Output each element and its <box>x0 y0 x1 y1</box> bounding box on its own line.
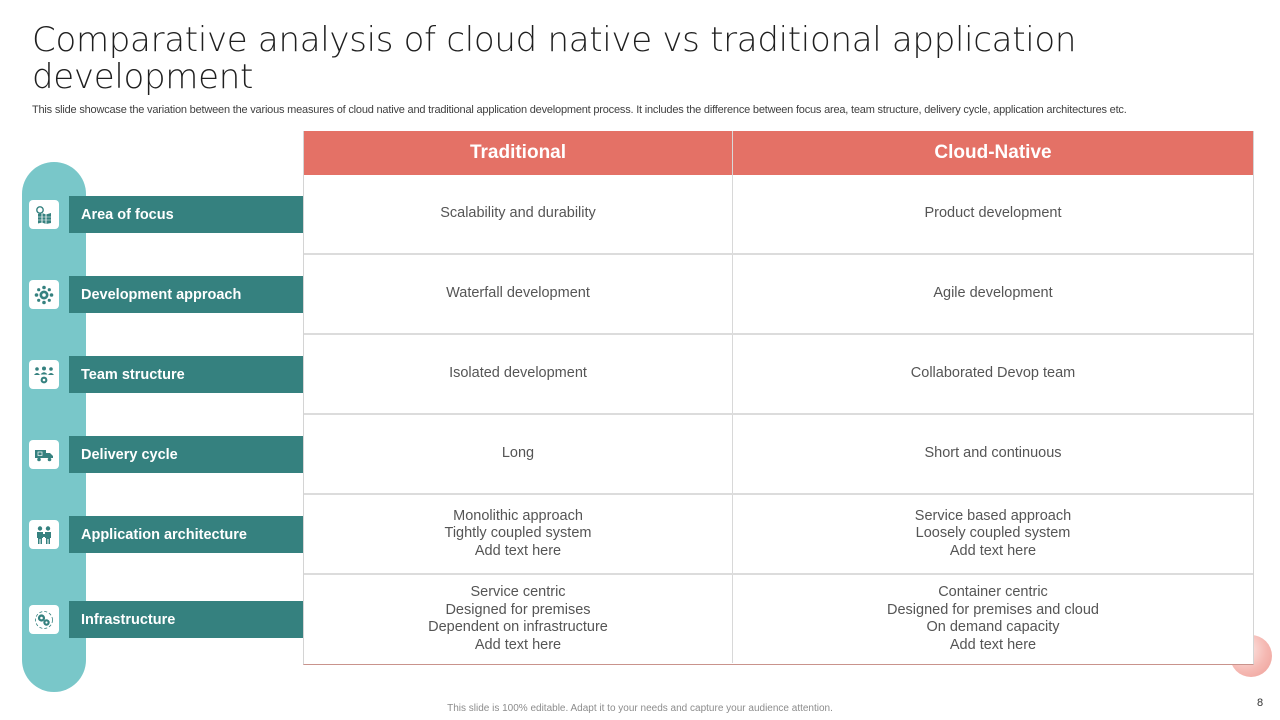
table-row: Service centric Designed for premises De… <box>304 575 1253 663</box>
header-cloud-native: Cloud-Native <box>934 142 1052 163</box>
row-label-development-approach: Development approach <box>29 276 303 313</box>
row-label-application-architecture: Application architecture <box>29 516 303 553</box>
cell-line: Service based approach <box>914 507 1072 524</box>
table-row: Scalability and durability Product devel… <box>304 175 1253 255</box>
cell-cloud-native: Container centric Designed for premises … <box>733 575 1253 663</box>
map-location-icon <box>29 200 59 229</box>
cell-traditional: Scalability and durability <box>304 175 733 253</box>
cell-cloud-native: Short and continuous <box>733 415 1253 493</box>
cell-line: Scalability and durability <box>440 205 596 222</box>
row-label-text: Application architecture <box>69 516 303 553</box>
row-label-text: Area of focus <box>69 196 303 233</box>
cell-line: Add text here <box>474 542 562 559</box>
cell-traditional: Isolated development <box>304 335 733 413</box>
cell-traditional: Waterfall development <box>304 255 733 333</box>
cell-line: Designed for premises <box>445 601 591 618</box>
cell-traditional: Service centric Designed for premises De… <box>304 575 733 663</box>
row-label-infrastructure: Infrastructure <box>29 601 303 638</box>
cell-line: Add text here <box>949 542 1037 559</box>
cell-traditional: Monolithic approach Tightly coupled syst… <box>304 495 733 573</box>
comparison-table: Traditional Cloud-Native Scalability and… <box>303 131 1254 665</box>
people-collaboration-icon <box>29 520 59 549</box>
cell-cloud-native: Service based approach Loosely coupled s… <box>733 495 1253 573</box>
team-gear-icon <box>29 360 59 389</box>
cell-line: Service centric <box>470 584 566 600</box>
cell-line: Add text here <box>474 636 562 653</box>
cell-line: Add text here <box>949 636 1037 653</box>
header-traditional: Traditional <box>304 131 733 175</box>
cell-line: Loosely coupled system <box>915 525 1071 542</box>
cell-cloud-native: Collaborated Devop team <box>733 335 1253 413</box>
cell-line: Container centric <box>938 584 1048 600</box>
cell-line: Isolated development <box>449 365 587 382</box>
cell-line: Designed for premises and cloud <box>887 601 1099 618</box>
cell-cloud-native: Product development <box>733 175 1253 253</box>
row-label-text: Development approach <box>69 276 303 313</box>
cell-cloud-native: Agile development <box>733 255 1253 333</box>
row-label-area-of-focus: Area of focus <box>29 196 303 233</box>
network-gear-icon <box>29 280 59 309</box>
slide-title: Comparative analysis of cloud native vs … <box>32 20 1077 97</box>
cell-line: Short and continuous <box>924 445 1062 462</box>
row-label-text: Team structure <box>69 356 303 393</box>
footer-note: This slide is 100% editable. Adapt it to… <box>447 703 833 714</box>
cell-line: Collaborated Devop team <box>910 365 1076 382</box>
cell-line: On demand capacity <box>926 619 1060 635</box>
page-number: 8 <box>1257 697 1264 709</box>
table-header: Traditional Cloud-Native <box>304 131 1253 175</box>
table-row: Waterfall development Agile development <box>304 255 1253 335</box>
cell-line: Product development <box>924 205 1062 222</box>
cell-line: Long <box>501 445 535 462</box>
slide-subtitle: This slide showcase the variation betwee… <box>32 104 1127 116</box>
cell-line: Dependent on infrastructure <box>428 619 608 635</box>
row-label-text: Infrastructure <box>69 601 303 638</box>
table-row: Monolithic approach Tightly coupled syst… <box>304 495 1253 575</box>
cell-line: Agile development <box>933 285 1053 302</box>
cell-line: Monolithic approach <box>453 507 583 524</box>
row-label-text: Delivery cycle <box>69 436 303 473</box>
cell-line: Tightly coupled system <box>444 525 592 542</box>
row-label-delivery-cycle: Delivery cycle <box>29 436 303 473</box>
delivery-truck-icon <box>29 440 59 469</box>
cell-traditional: Long <box>304 415 733 493</box>
table-row: Long Short and continuous <box>304 415 1253 495</box>
row-label-team-structure: Team structure <box>29 356 303 393</box>
table-row: Isolated development Collaborated Devop … <box>304 335 1253 415</box>
gears-cycle-icon <box>29 605 59 634</box>
cell-line: Waterfall development <box>446 285 590 302</box>
